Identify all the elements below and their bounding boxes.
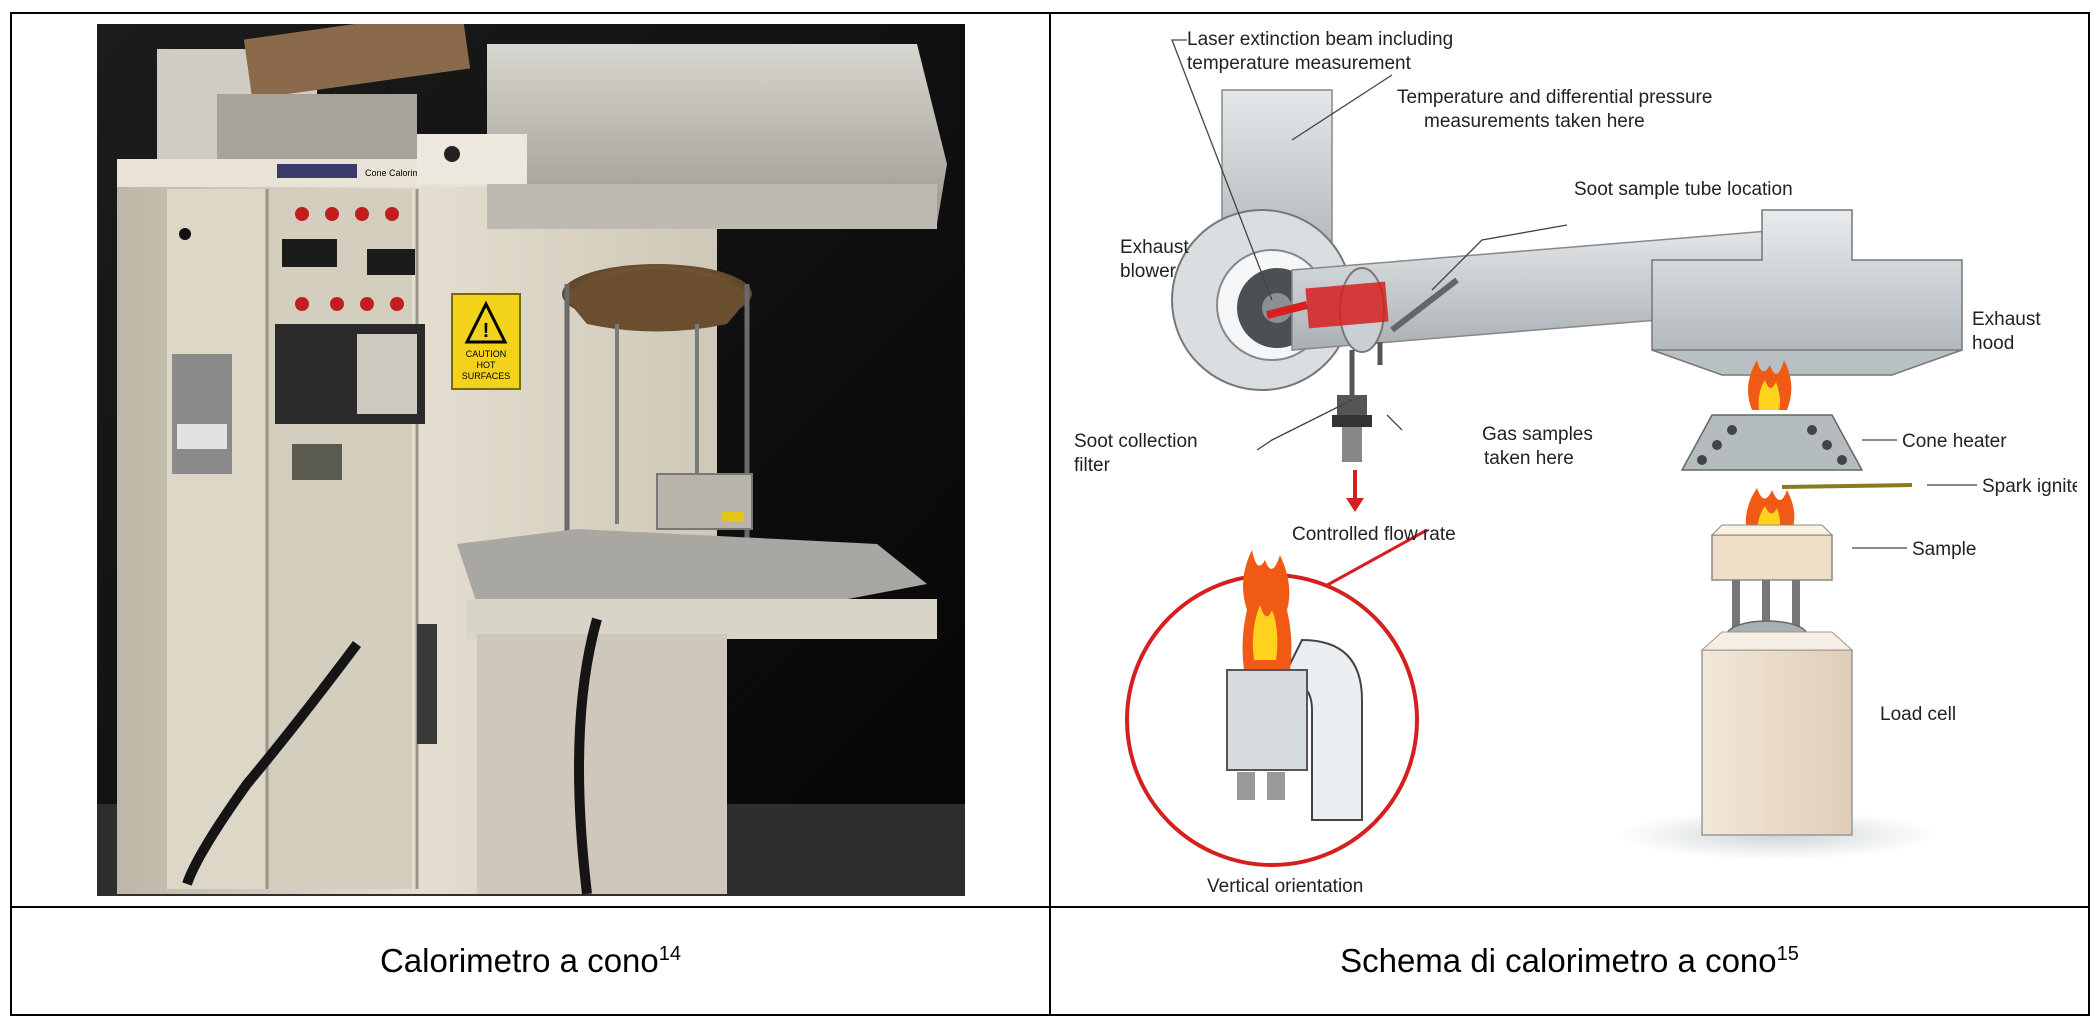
label-hood-2: hood	[1972, 333, 2014, 354]
caption-right-text: Schema di calorimetro a cono	[1340, 942, 1777, 979]
label-load-cell: Load cell	[1880, 704, 1956, 725]
vertical-orientation-detail	[1125, 528, 1428, 867]
label-laser-2: temperature measurement	[1187, 53, 1412, 74]
caption-cell-left: Calorimetro a cono14	[10, 906, 1051, 1016]
label-blower-1: Exhaust	[1120, 237, 1189, 258]
warning-sign: ! CAUTION HOT SURFACES	[450, 293, 521, 390]
label-spark-igniter: Spark igniter	[1982, 476, 2077, 497]
warning-line-1: CAUTION	[465, 349, 506, 359]
flame-top	[1748, 360, 1792, 410]
label-flow: Controlled flow rate	[1292, 524, 1456, 545]
label-soot-tube: Soot sample tube location	[1574, 179, 1793, 200]
caption-left-text: Calorimetro a cono	[379, 942, 659, 979]
label-filter-1: Soot collection	[1074, 431, 1198, 452]
brand-label: Cone Calorimeter	[365, 168, 436, 178]
label-cone-heater: Cone heater	[1902, 431, 2007, 452]
figure-table: Cone Calorimeter	[10, 12, 2090, 1016]
caption-row: Calorimetro a cono14 Schema di calorimet…	[10, 906, 2090, 1016]
label-laser-1: Laser extinction beam including	[1187, 29, 1453, 50]
spark-igniter	[1781, 483, 1913, 489]
cone-calorimeter-photo: Cone Calorimeter	[96, 24, 965, 896]
warning-line-2: HOT	[476, 360, 496, 370]
caption-right: Schema di calorimetro a cono15	[1340, 942, 1799, 980]
diagram-labels: Laser extinction beam including temperat…	[1074, 29, 2077, 897]
image-row: Cone Calorimeter	[10, 12, 2090, 908]
label-temp-2: measurements taken here	[1424, 111, 1645, 132]
caption-left-ref: 14	[658, 943, 682, 965]
laser-beam-band	[1305, 281, 1389, 329]
label-temp-1: Temperature and differential pressure	[1397, 87, 1712, 108]
indicator-lights	[294, 207, 404, 311]
cone-heater	[1680, 414, 1864, 471]
label-sample: Sample	[1912, 539, 1976, 560]
warning-line-3: SURFACES	[461, 371, 510, 381]
caption-left: Calorimetro a cono14	[380, 942, 681, 980]
label-gas-1: Gas samples	[1482, 424, 1593, 445]
label-filter-2: filter	[1074, 455, 1111, 476]
cone-calorimeter-schematic: Laser extinction beam including temperat…	[1074, 29, 2077, 897]
label-vertical-orientation: Vertical orientation	[1207, 876, 1363, 897]
sample	[1710, 524, 1834, 581]
svg-text:!: !	[482, 320, 489, 342]
label-blower-2: blower	[1120, 261, 1177, 282]
diagram-cell: Laser extinction beam including temperat…	[1049, 12, 2090, 908]
photo-cell: Cone Calorimeter	[10, 12, 1051, 908]
exhaust-hood	[1651, 209, 1963, 376]
label-hood-1: Exhaust	[1972, 309, 2041, 330]
soot-filter	[1332, 395, 1372, 462]
leader-lines	[1171, 39, 1977, 549]
caption-cell-right: Schema di calorimetro a cono15	[1049, 906, 2090, 1016]
label-gas-2: taken here	[1484, 448, 1574, 469]
load-cell	[1700, 631, 1854, 836]
caption-right-ref: 15	[1776, 943, 1799, 965]
